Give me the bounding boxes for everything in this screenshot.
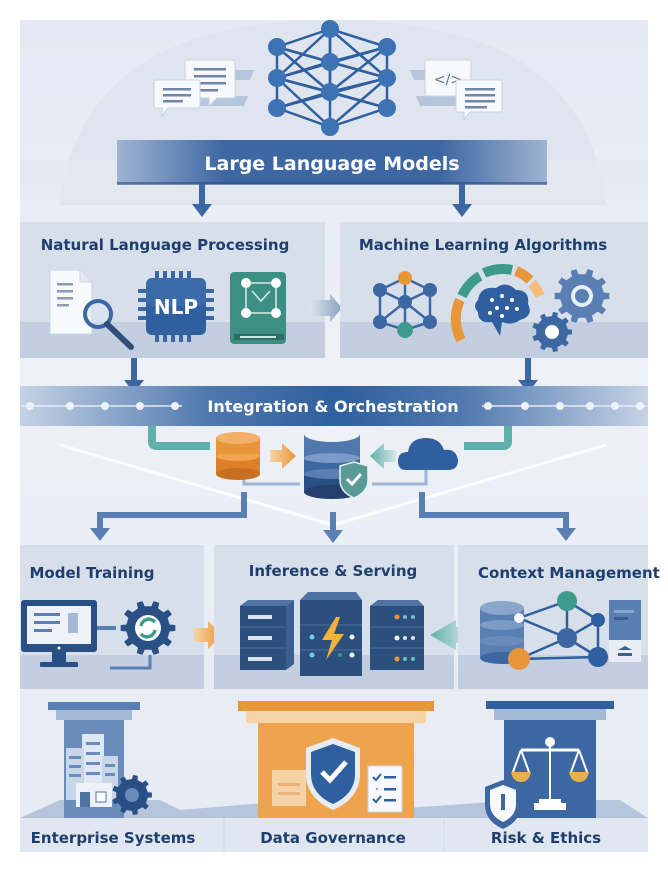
gear-hole [545,325,559,339]
model-training-panel: Model Training [20,545,222,689]
pipeline-dot [521,402,529,410]
top-section: </> Large Language Models [20,20,648,217]
llm-title: Large Language Models [204,153,459,175]
distribution-arrows [97,492,569,532]
pipeline-dot [586,402,594,410]
nlp-chip-icon: NLP [138,271,214,342]
knowledge-book-icon [230,272,286,344]
shield-check-icon [306,738,360,810]
network-node [321,83,339,101]
llm-banner [117,140,547,184]
inference-title: Inference & Serving [249,562,418,580]
network-edge [276,77,331,128]
connector-right-lower [416,96,468,106]
cloud-icon [398,438,458,470]
arrow-right-icon [270,443,296,469]
risk-pillar [485,701,614,829]
inference-panel: Inference & Serving [214,545,470,689]
scales-icon [511,737,589,810]
network-edge [329,27,388,49]
pipe-right [464,426,512,450]
pipeline-dot [101,402,109,410]
pipeline-dots-left [22,402,182,410]
pipeline-dot [484,402,492,410]
integration-title: Integration & Orchestration [207,397,458,416]
pipeline-dots-right [482,402,646,410]
arrow-right-icon [310,294,342,322]
pillars-section: Enterprise Systems Data Governance Risk … [20,701,648,852]
network-edge [276,27,331,49]
gear-icon [112,775,152,815]
enterprise-pillar [48,702,152,818]
context-management-title: Context Management [478,564,660,582]
code-chat-icon: </> [424,59,503,122]
gpu-server-icon [300,592,362,676]
checklist-icon [367,765,403,813]
network-edge [276,60,331,80]
nlp-panel: Natural Language Processing NLP [20,222,342,358]
gears-icon [532,269,610,352]
code-symbol: </> [434,72,462,88]
nlp-chip-label: NLP [154,295,198,319]
context-management-panel: Context Management [458,545,660,689]
pipe-left [148,426,210,450]
governance-pillar [238,701,434,818]
ml-panel: Machine Learning Algorithms [340,222,648,358]
nlp-title: Natural Language Processing [41,236,290,254]
network-edge [276,106,331,129]
network-edge [276,90,331,110]
network-node [321,53,339,71]
shield-check-icon [339,461,369,499]
training-gear-icon [120,601,176,655]
network-edge [329,106,388,129]
pipeline-dot [26,402,34,410]
neural-network-icon [268,20,396,136]
shield-lock-icon [485,780,521,829]
pipeline-dot [611,402,619,410]
server-icon [370,600,424,670]
chat-bubbles-icon [153,59,236,118]
arrow-left-icon [370,443,396,469]
server-icon [240,600,294,670]
gear-hole [125,788,139,802]
network-node [268,69,286,87]
brain-gauge-icon [450,264,545,343]
graph-network-icon [373,271,437,338]
pillar-title-risk: Risk & Ethics [491,829,601,847]
network-node [268,99,286,117]
arrow-down-icon [192,184,472,217]
model-training-title: Model Training [30,564,155,582]
document-search-icon [49,269,134,350]
ml-title: Machine Learning Algorithms [359,236,607,254]
source-database-icon [216,432,260,480]
pillar-title-governance: Data Governance [260,829,406,847]
network-node [321,20,339,38]
network-node [378,99,396,117]
network-node [268,38,286,56]
network-edge [329,60,388,80]
pipeline-dot [556,402,564,410]
network-node [378,38,396,56]
lightning-icon [322,617,344,660]
network-edge [329,90,388,110]
network-node [378,69,396,87]
monitor-icon [21,600,97,667]
document-panel-icon [609,600,641,662]
pipeline-dot [136,402,144,410]
context-graph-icon [508,591,608,670]
network-node [321,118,339,136]
network-edge [329,77,388,128]
pipeline-dot [171,402,179,410]
pipeline-dot [66,402,74,410]
pillar-title-enterprise: Enterprise Systems [31,829,196,847]
pipeline-dot [636,402,644,410]
integration-section: Integration & Orchestration [20,386,648,543]
